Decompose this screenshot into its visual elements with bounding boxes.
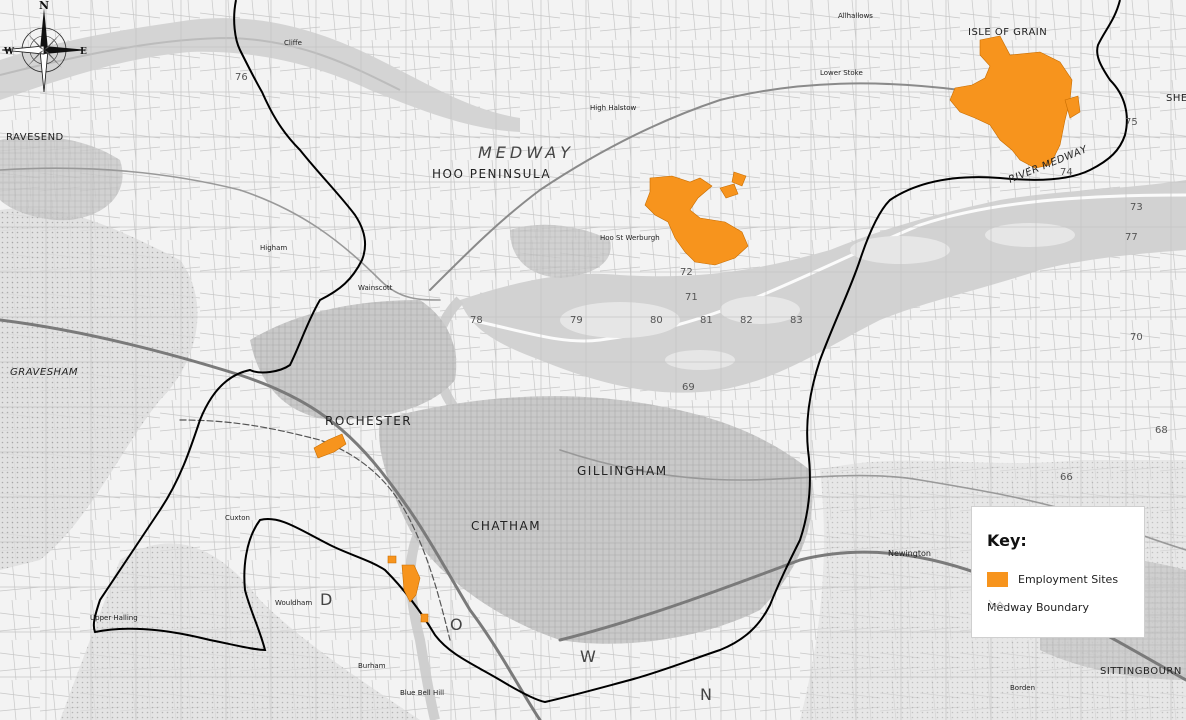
employment-sites: [313, 35, 1081, 623]
road-a228: [429, 82, 961, 291]
label-allhallows: Allhallows: [838, 12, 873, 20]
downs-letter-o: O: [450, 615, 467, 634]
marsh-island: [720, 296, 800, 324]
label-cliffe: Cliffe: [284, 39, 302, 47]
compass-needle-north: [40, 8, 48, 50]
grid-number: 81: [700, 315, 713, 326]
compass-west-label: W: [3, 47, 15, 57]
woodland-west: [0, 208, 198, 570]
urban-hoo: [510, 224, 611, 278]
downs-letter-n: N: [700, 685, 716, 704]
label-sittingbourne: SITTINGBOURN: [1100, 666, 1182, 677]
map-legend: Key: Employment Sites Medway Boundary: [971, 506, 1145, 638]
label-wainscott: Wainscott: [358, 284, 393, 292]
legend-title: Key:: [987, 531, 1027, 550]
compass-rose: N E W: [1, 0, 88, 93]
employment-site-isle-of-grain: [949, 35, 1073, 169]
legend-label: Employment Sites: [1018, 572, 1119, 586]
grid-number: 78: [470, 315, 483, 326]
grid-number: 79: [570, 315, 583, 326]
boundary-line-swatch: [988, 599, 1007, 610]
urban-chatham-gillingham: [379, 396, 813, 644]
legend-item-employment-sites: Employment Sites: [987, 569, 1118, 589]
employment-site-medway-valley: [401, 564, 421, 603]
compass-needle-south: [39, 49, 49, 93]
label-higham: Higham: [260, 244, 287, 252]
marsh-island: [850, 236, 950, 264]
compass-north-label: N: [39, 0, 49, 12]
label-cuxton: Cuxton: [225, 514, 250, 522]
label-medway: MEDWAY: [478, 143, 574, 162]
label-chatham: CHATHAM: [471, 519, 541, 533]
label-newington: Newington: [888, 549, 931, 558]
legend-item-medway-boundary: Medway Boundary: [987, 597, 1089, 617]
grid-number: 75: [1125, 117, 1138, 128]
employment-site-kingsnorth-north: [719, 183, 739, 199]
label-gravesham: GRAVESHAM: [10, 367, 78, 378]
label-rochester: ROCHESTER: [325, 414, 412, 428]
compass-needle-west: [1, 45, 45, 55]
label-upper-halling: Upper Halling: [90, 614, 138, 622]
grid-number: 74: [1060, 167, 1073, 178]
grid-number: 80: [650, 315, 663, 326]
grid-number: 82: [740, 315, 753, 326]
road-a2-m2: [0, 318, 542, 720]
grid-number: 83: [790, 315, 803, 326]
downs-letter-w: W: [580, 647, 600, 666]
label-borden: Borden: [1010, 684, 1035, 692]
employment-site-kingsnorth: [644, 175, 749, 266]
employment-site-rochester: [313, 433, 347, 459]
medway-boundary: [92, 0, 1128, 704]
urban-gravesend: [0, 136, 123, 221]
label-hoo-st-werburgh: Hoo St Werburgh: [600, 234, 660, 242]
compass-needle-east: [44, 46, 88, 54]
river-thames-inner: [0, 36, 401, 91]
grid-number: 68: [1155, 425, 1168, 436]
grid-number: 66: [1060, 472, 1073, 483]
employment-site-isle-of-grain-east: [1064, 95, 1081, 119]
label-hoo-peninsula: HOO PENINSULA: [432, 167, 551, 181]
marsh-island: [560, 302, 680, 338]
marsh-island: [985, 223, 1075, 247]
label-gravesend: RAVESEND: [6, 132, 64, 143]
label-sheerness: SHE: [1166, 93, 1186, 104]
downs-letter-d: D: [320, 590, 336, 609]
road-a226: [0, 167, 441, 301]
compass-east-label: E: [80, 47, 87, 57]
label-bluebell-hill: Blue Bell Hill: [400, 689, 444, 697]
employment-site-kingsnorth-ne: [731, 171, 747, 187]
employment-site-medway-valley-south: [420, 613, 429, 623]
label-lower-stoke: Lower Stoke: [820, 69, 863, 77]
grid-number: 77: [1125, 232, 1138, 243]
grid-number: 69: [682, 382, 695, 393]
marsh-island: [665, 350, 735, 370]
label-wouldham: Wouldham: [275, 599, 312, 607]
grid-number: 72: [680, 267, 693, 278]
railway-line: [179, 419, 451, 641]
grid-number: 76: [235, 72, 248, 83]
river-medway-channel: [469, 193, 1186, 343]
urban-strood-rochester: [250, 300, 457, 420]
label-burham: Burham: [358, 662, 386, 670]
grid-number: 71: [685, 292, 698, 303]
grid-number: 70: [1130, 332, 1143, 343]
label-gillingham: GILLINGHAM: [577, 464, 668, 478]
label-high-halstow: High Halstow: [590, 104, 636, 112]
label-isle-of-grain: ISLE OF GRAIN: [968, 27, 1047, 38]
grid-number: 73: [1130, 202, 1143, 213]
employment-site-medway-valley-north: [387, 555, 397, 564]
legend-label: Medway Boundary: [987, 600, 1089, 614]
employment-sites-swatch: [987, 571, 1008, 587]
